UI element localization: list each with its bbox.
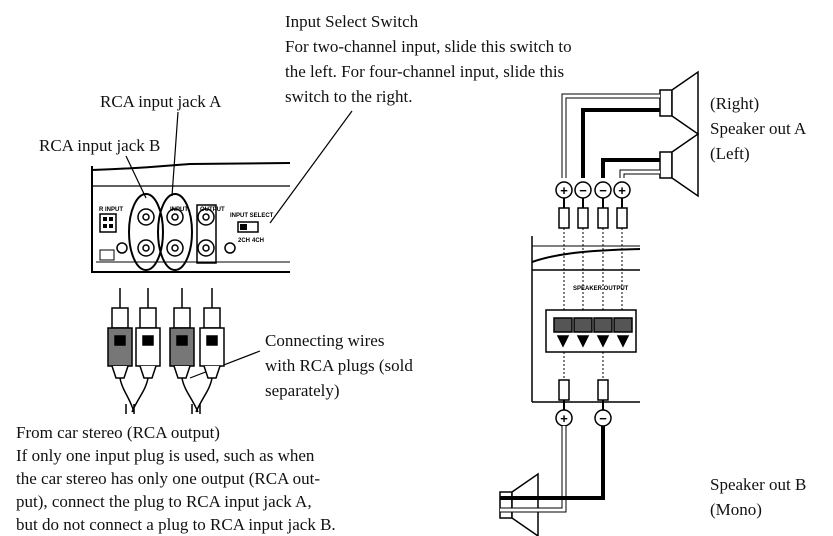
jack-b-outline <box>128 193 164 271</box>
speaker-b-label: Speaker out B <box>710 475 807 494</box>
jack-b-label: RCA input jack B <box>39 136 161 155</box>
speaker-a-left-label: (Left) <box>710 144 750 163</box>
speaker-wiring-right <box>499 70 699 536</box>
speaker-output-terminal <box>545 309 637 353</box>
screw-icon <box>224 242 236 254</box>
input-select-desc-2: the left. For four-channel input, slide … <box>285 62 565 81</box>
r-input-text: R INPUT <box>99 207 123 213</box>
jack-a-leader <box>171 111 179 197</box>
ch2-text: 2CH <box>238 238 250 244</box>
wires-label-3: separately) <box>265 381 340 400</box>
speaker-b-mono-label: (Mono) <box>710 500 762 519</box>
jack-b-leader <box>125 155 147 199</box>
speaker-a-right-label: (Right) <box>710 94 760 113</box>
rca-plugs <box>107 288 225 414</box>
speaker-a-left-icon <box>659 132 699 198</box>
speaker-b-icon <box>499 472 539 536</box>
ch4-text: 4CH <box>252 238 264 244</box>
input-select-desc-3: switch to the right. <box>285 87 413 106</box>
speaker-output-text: SPEAKER OUTPUT <box>573 286 629 292</box>
jack-a-label: RCA input jack A <box>100 92 222 111</box>
minus-sign: − <box>579 183 587 198</box>
minus-sign: − <box>599 411 607 426</box>
source-line-2: the car stereo has only one output (RCA … <box>16 469 321 488</box>
output-text: OUTPUT <box>200 207 225 213</box>
rca-plug-3 <box>169 288 195 379</box>
input-select-title: Input Select Switch <box>285 12 419 31</box>
source-title: From car stereo (RCA output) <box>16 423 220 442</box>
rca-plug-2 <box>135 288 161 379</box>
amplifier-unit-left: R INPUT INPUT OUTPUT INPUT SELECT 2CH 4C… <box>91 162 291 273</box>
wires-label-2: with RCA plugs (sold <box>265 356 413 375</box>
plus-sign: + <box>560 183 568 198</box>
r-input-connector <box>99 213 117 233</box>
speaker-a-label: Speaker out A <box>710 119 807 138</box>
input-select-switch <box>237 221 259 233</box>
source-line-3: put), connect the plug to RCA input jack… <box>16 492 312 511</box>
jack-a-outline <box>157 193 193 271</box>
minus-sign: − <box>599 183 607 198</box>
plus-sign: + <box>560 411 568 426</box>
wires-label-1: Connecting wires <box>265 331 385 350</box>
input-select-leader <box>269 110 353 224</box>
source-line-4: but do not connect a plug to RCA input j… <box>16 515 336 534</box>
rca-plug-1 <box>107 288 133 379</box>
speaker-a-right-icon <box>659 70 699 136</box>
source-line-1: If only one input plug is used, such as … <box>16 446 315 465</box>
wires-leader <box>189 350 261 379</box>
screw-icon <box>116 242 128 254</box>
input-select-text: INPUT SELECT <box>230 213 274 219</box>
input-select-desc-1: For two-channel input, slide this switch… <box>285 37 572 56</box>
rca-plug-4 <box>199 288 225 379</box>
plus-sign: + <box>618 183 626 198</box>
